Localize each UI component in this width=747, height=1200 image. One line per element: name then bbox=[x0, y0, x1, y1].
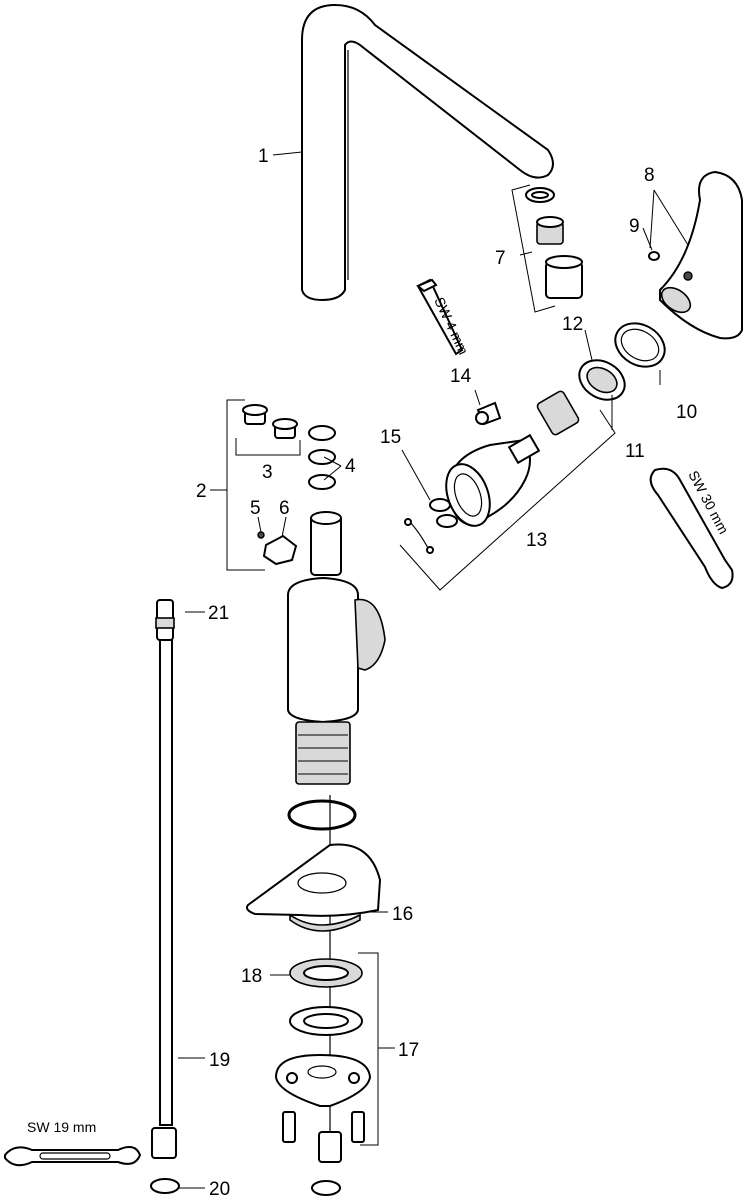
hex-key-tool bbox=[416, 278, 464, 356]
callout-21: 21 bbox=[208, 603, 229, 624]
spout-part-1 bbox=[301, 3, 554, 302]
callout-10: 10 bbox=[676, 402, 697, 423]
callout-14: 14 bbox=[450, 366, 472, 387]
grub-screw-part-9 bbox=[648, 251, 660, 261]
aerator-group-7 bbox=[511, 184, 583, 313]
screw-part-14 bbox=[475, 401, 502, 426]
wrench-19-size-label: SW 19 mm bbox=[27, 1119, 96, 1135]
callout-labels: 1 2 3 4 5 6 7 8 9 10 11 12 13 14 15 16 1… bbox=[196, 146, 697, 1200]
callout-11: 11 bbox=[625, 441, 645, 462]
washer-part-20b bbox=[311, 1180, 341, 1196]
fixing-set-group-17 bbox=[274, 952, 379, 1163]
lever-handle-part-8 bbox=[659, 170, 743, 340]
callout-2: 2 bbox=[196, 481, 207, 502]
callout-6: 6 bbox=[279, 498, 290, 519]
callout-19: 19 bbox=[209, 1050, 230, 1071]
callout-12: 12 bbox=[562, 314, 583, 335]
nut-part-12 bbox=[578, 359, 626, 401]
cartridge-group-13 bbox=[399, 390, 616, 591]
leader-lines bbox=[178, 151, 689, 1189]
callout-4: 4 bbox=[345, 456, 356, 477]
callout-7: 7 bbox=[495, 248, 506, 269]
valve-body bbox=[287, 511, 386, 785]
callout-18: 18 bbox=[241, 966, 262, 987]
callout-15: 15 bbox=[380, 427, 401, 448]
washer-part-20 bbox=[150, 1178, 180, 1194]
base-plate-part-16 bbox=[245, 843, 382, 932]
callout-1: 1 bbox=[258, 146, 269, 167]
clip-part-15 bbox=[404, 498, 458, 554]
callout-9: 9 bbox=[629, 216, 640, 237]
callout-8: 8 bbox=[644, 165, 655, 186]
callout-13: 13 bbox=[526, 530, 547, 551]
cover-ring-part-10 bbox=[614, 322, 666, 368]
callout-5: 5 bbox=[250, 498, 261, 519]
wrench-sw30-tool bbox=[649, 467, 734, 590]
callout-20: 20 bbox=[209, 1179, 230, 1200]
parts-group-2 bbox=[226, 399, 336, 571]
callout-16: 16 bbox=[392, 904, 413, 925]
o-ring bbox=[287, 799, 357, 831]
wrench-sw19-tool bbox=[4, 1145, 142, 1167]
callout-3: 3 bbox=[262, 462, 273, 483]
callout-17: 17 bbox=[398, 1040, 419, 1061]
flex-hose-part-19 bbox=[151, 599, 177, 1159]
